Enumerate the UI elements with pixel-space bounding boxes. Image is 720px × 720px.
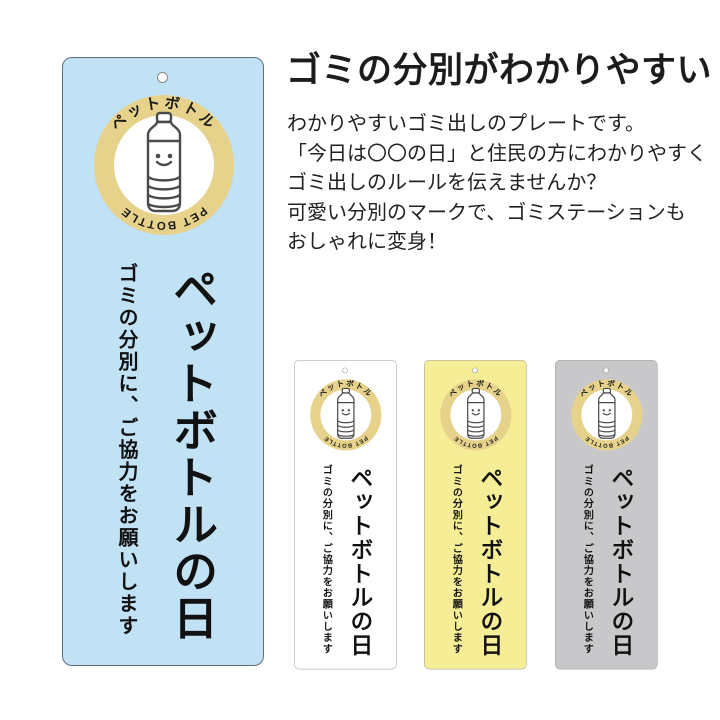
bottle-eye xyxy=(477,409,481,412)
plate-white: ペットボトル PET BOTTLE ペットボトルの日 ゴミの分別に、ご協力をお願… xyxy=(294,360,397,670)
pet-bottle-icon xyxy=(598,387,616,439)
pet-bottle-badge: ペットボトル PET BOTTLE xyxy=(94,94,234,235)
description-line: おしゃれに変身！ xyxy=(287,231,447,253)
pet-bottle-badge: ペットボトル PET BOTTLE xyxy=(440,379,512,451)
bottle-eye xyxy=(347,409,351,412)
bottle-eye xyxy=(341,409,344,412)
bottle-eye xyxy=(602,409,605,412)
description-line: 可愛い分別のマークで、ゴミステーションも xyxy=(287,201,686,224)
description-line: わかりやすいゴミ出しのプレートです。 xyxy=(287,113,645,135)
plate-title: ペットボトルの日 xyxy=(607,466,634,658)
pet-bottle-icon xyxy=(146,111,182,213)
plate-title: ペットボトルの日 xyxy=(166,266,217,642)
description-line: 「今日は〇〇の日」と住民の方にわかりやすく xyxy=(287,142,707,165)
pet-bottle-icon xyxy=(337,387,355,439)
bottle-eye xyxy=(471,409,474,412)
bottle-smile xyxy=(471,412,480,416)
description-line: ゴミ出しのルールを伝えませんか？ xyxy=(287,172,607,194)
plate-yellow: ペットボトル PET BOTTLE ペットボトルの日 ゴミの分別に、ご協力をお願… xyxy=(424,360,527,670)
plate-subtitle: ゴミの分別に、ご協力をお願いします xyxy=(450,464,463,655)
bottle-eye xyxy=(608,409,612,412)
plate-gray: ペットボトル PET BOTTLE ペットボトルの日 ゴミの分別に、ご協力をお願… xyxy=(555,360,658,670)
bottle-smile xyxy=(602,412,611,416)
hang-hole xyxy=(157,72,168,83)
hang-hole xyxy=(342,367,348,374)
bottle-smile xyxy=(155,160,173,167)
plate-blue: ペットボトル PET BOTTLE ペットボトルの日 ゴミの分別に、ご協力をお願… xyxy=(62,57,264,666)
bottle-smile xyxy=(341,412,350,416)
hang-hole xyxy=(472,367,478,374)
pet-bottle-badge: ペットボトル PET BOTTLE xyxy=(310,379,382,451)
description: わかりやすいゴミ出しのプレートです。 「今日は〇〇の日」と住民の方にわかりやすく… xyxy=(287,110,707,258)
plate-title: ペットボトルの日 xyxy=(346,466,373,658)
plate-subtitle: ゴミの分別に、ご協力をお願いします xyxy=(115,263,137,637)
pet-bottle-badge: ペットボトル PET BOTTLE xyxy=(571,379,643,451)
bottle-eye xyxy=(155,153,161,159)
hang-hole xyxy=(603,367,609,374)
plate-subtitle: ゴミの分別に、ご協力をお願いします xyxy=(320,464,333,655)
bottle-eye xyxy=(167,153,173,159)
pet-bottle-icon xyxy=(467,387,485,439)
plate-title: ペットボトルの日 xyxy=(476,466,503,658)
plate-subtitle: ゴミの分別に、ご協力をお願いします xyxy=(581,464,594,655)
headline: ゴミの分別がわかりやすい xyxy=(286,51,713,90)
